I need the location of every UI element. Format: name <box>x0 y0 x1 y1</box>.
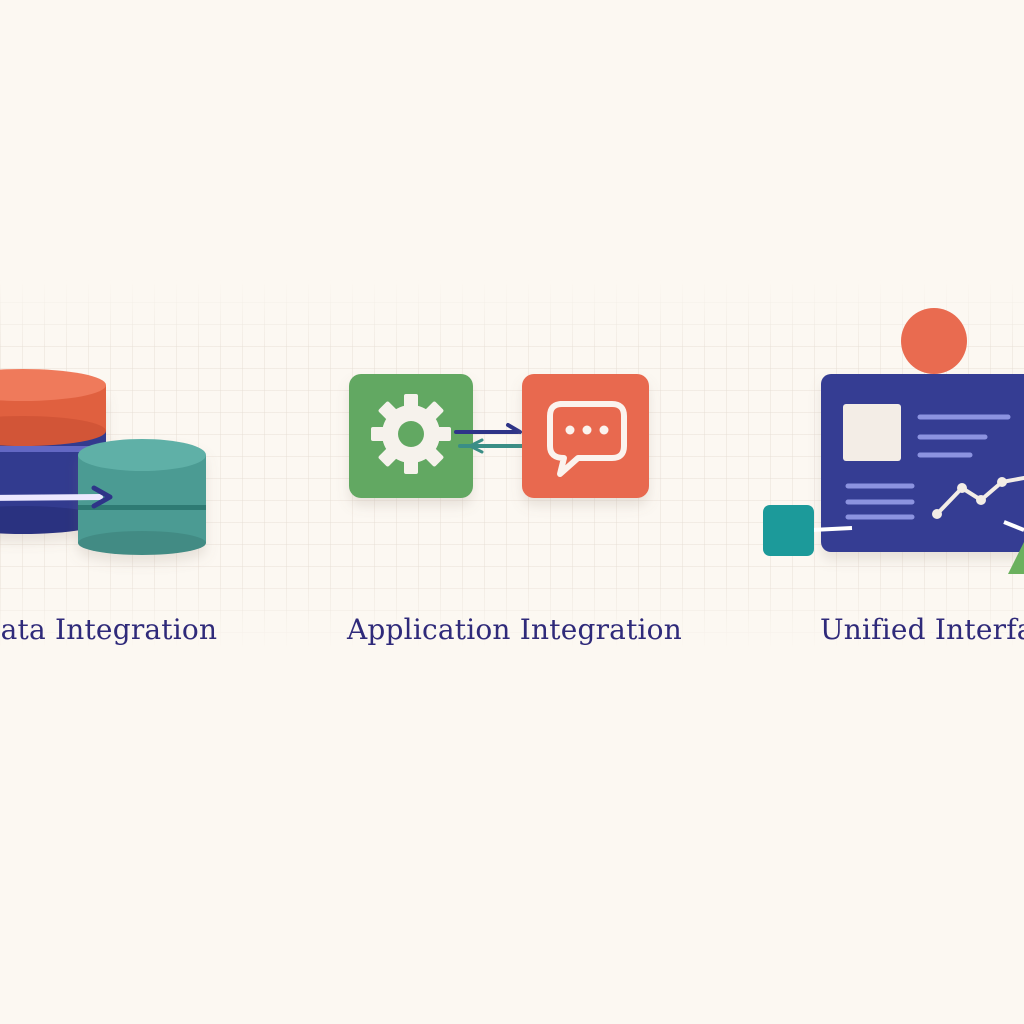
green-node <box>1008 542 1024 574</box>
dashboard-icon <box>763 308 1024 574</box>
teal-node <box>763 505 814 556</box>
image-placeholder <box>843 404 901 461</box>
app-integration-icons <box>349 374 649 498</box>
application-integration-label: Application Integration <box>347 613 682 646</box>
database-coral <box>0 369 106 446</box>
data-integration-label: Data Integration <box>0 613 218 646</box>
unified-interface-label: Unified Interface <box>820 613 1024 646</box>
dashboard-panel <box>821 374 1024 552</box>
line-chart-icon <box>932 476 1024 519</box>
coral-node <box>901 308 967 374</box>
gear-icon <box>371 394 451 474</box>
database-stack-icon <box>0 369 206 555</box>
chat-bubble-icon <box>547 401 627 477</box>
text-lines <box>845 414 1011 520</box>
flow-arrow-icon <box>0 485 113 509</box>
sync-arrows-icon <box>454 423 534 454</box>
